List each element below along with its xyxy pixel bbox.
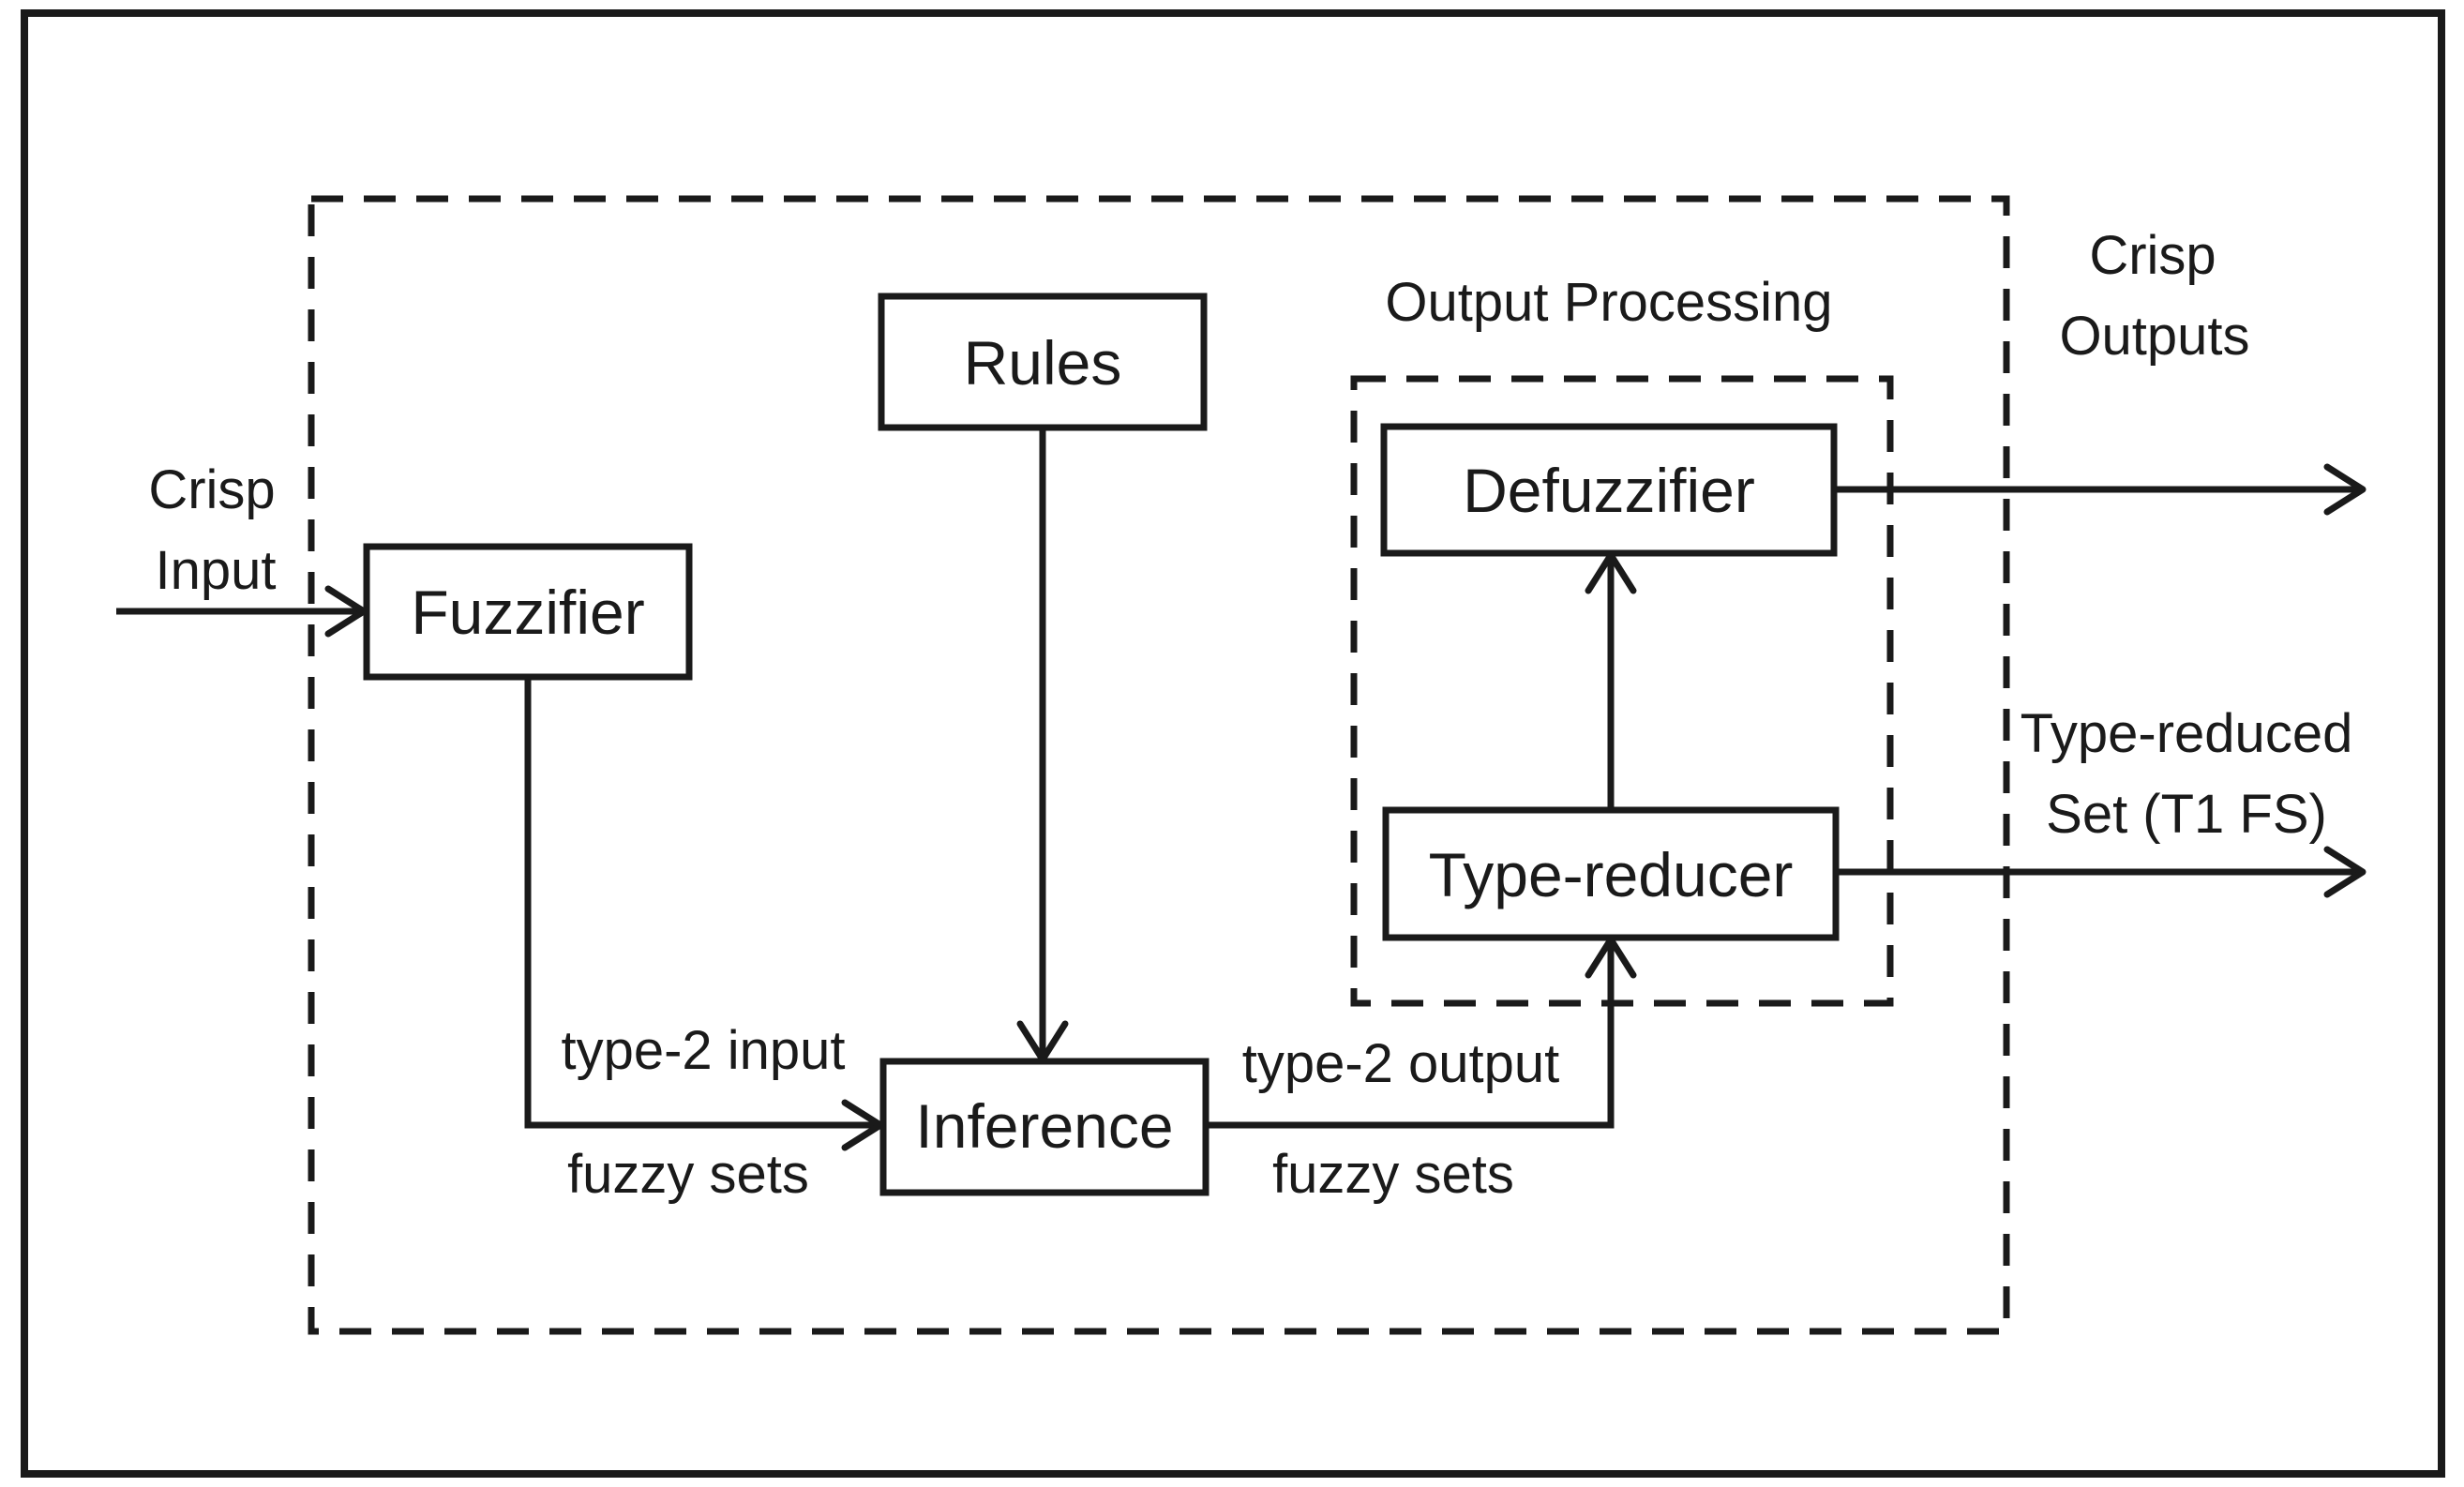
block-type-reducer: Type-reducer <box>1382 806 1840 941</box>
crisp-outputs-label-line1: Crisp <box>2089 225 2216 286</box>
output-processing-title: Output Processing <box>1385 272 1832 333</box>
crisp-outputs-label-line2: Outputs <box>2059 306 2249 367</box>
type-reduced-output-arrowhead <box>2323 846 2366 898</box>
defuzzifier-label: Defuzzifier <box>1463 456 1755 525</box>
block-fuzzifier: Fuzzifier <box>363 543 693 681</box>
defuzzifier-box <box>1380 423 1838 557</box>
type-reducer-label: Type-reducer <box>1429 840 1794 909</box>
type2-input-label-line1: type-2 input <box>561 1020 845 1081</box>
fuzzifier-box <box>363 543 693 681</box>
outer-frame <box>21 9 2445 1478</box>
type2-input-label-line2: fuzzy sets <box>567 1144 809 1205</box>
crisp-input-label-line2: Input <box>156 540 277 601</box>
rules-label: Rules <box>964 328 1122 398</box>
system-boundary <box>308 195 2010 1335</box>
block-inference: Inference <box>879 1058 1209 1196</box>
inference-box <box>879 1058 1209 1196</box>
type-reduced-label-line1: Type-reduced <box>2021 703 2353 764</box>
inference-label: Inference <box>915 1091 1173 1161</box>
type-reduced-label-line2: Set (T1 FS) <box>2046 784 2327 845</box>
type2-output-label-line2: fuzzy sets <box>1272 1144 1514 1205</box>
fuzzifier-to-inference-line <box>524 677 877 1129</box>
crisp-output-arrowhead <box>2323 463 2366 516</box>
fuzzifier-label: Fuzzifier <box>411 578 644 647</box>
block-rules: Rules <box>878 293 1208 431</box>
inference-to-typereducer-line <box>1206 943 1615 1129</box>
block-defuzzifier: Defuzzifier <box>1380 423 1838 557</box>
output-processing-group <box>1350 375 1894 1007</box>
type2-output-label-line1: type-2 output <box>1242 1033 1560 1094</box>
rules-box <box>878 293 1208 431</box>
crisp-input-label-line1: Crisp <box>148 459 275 520</box>
type-reducer-box <box>1382 806 1840 941</box>
